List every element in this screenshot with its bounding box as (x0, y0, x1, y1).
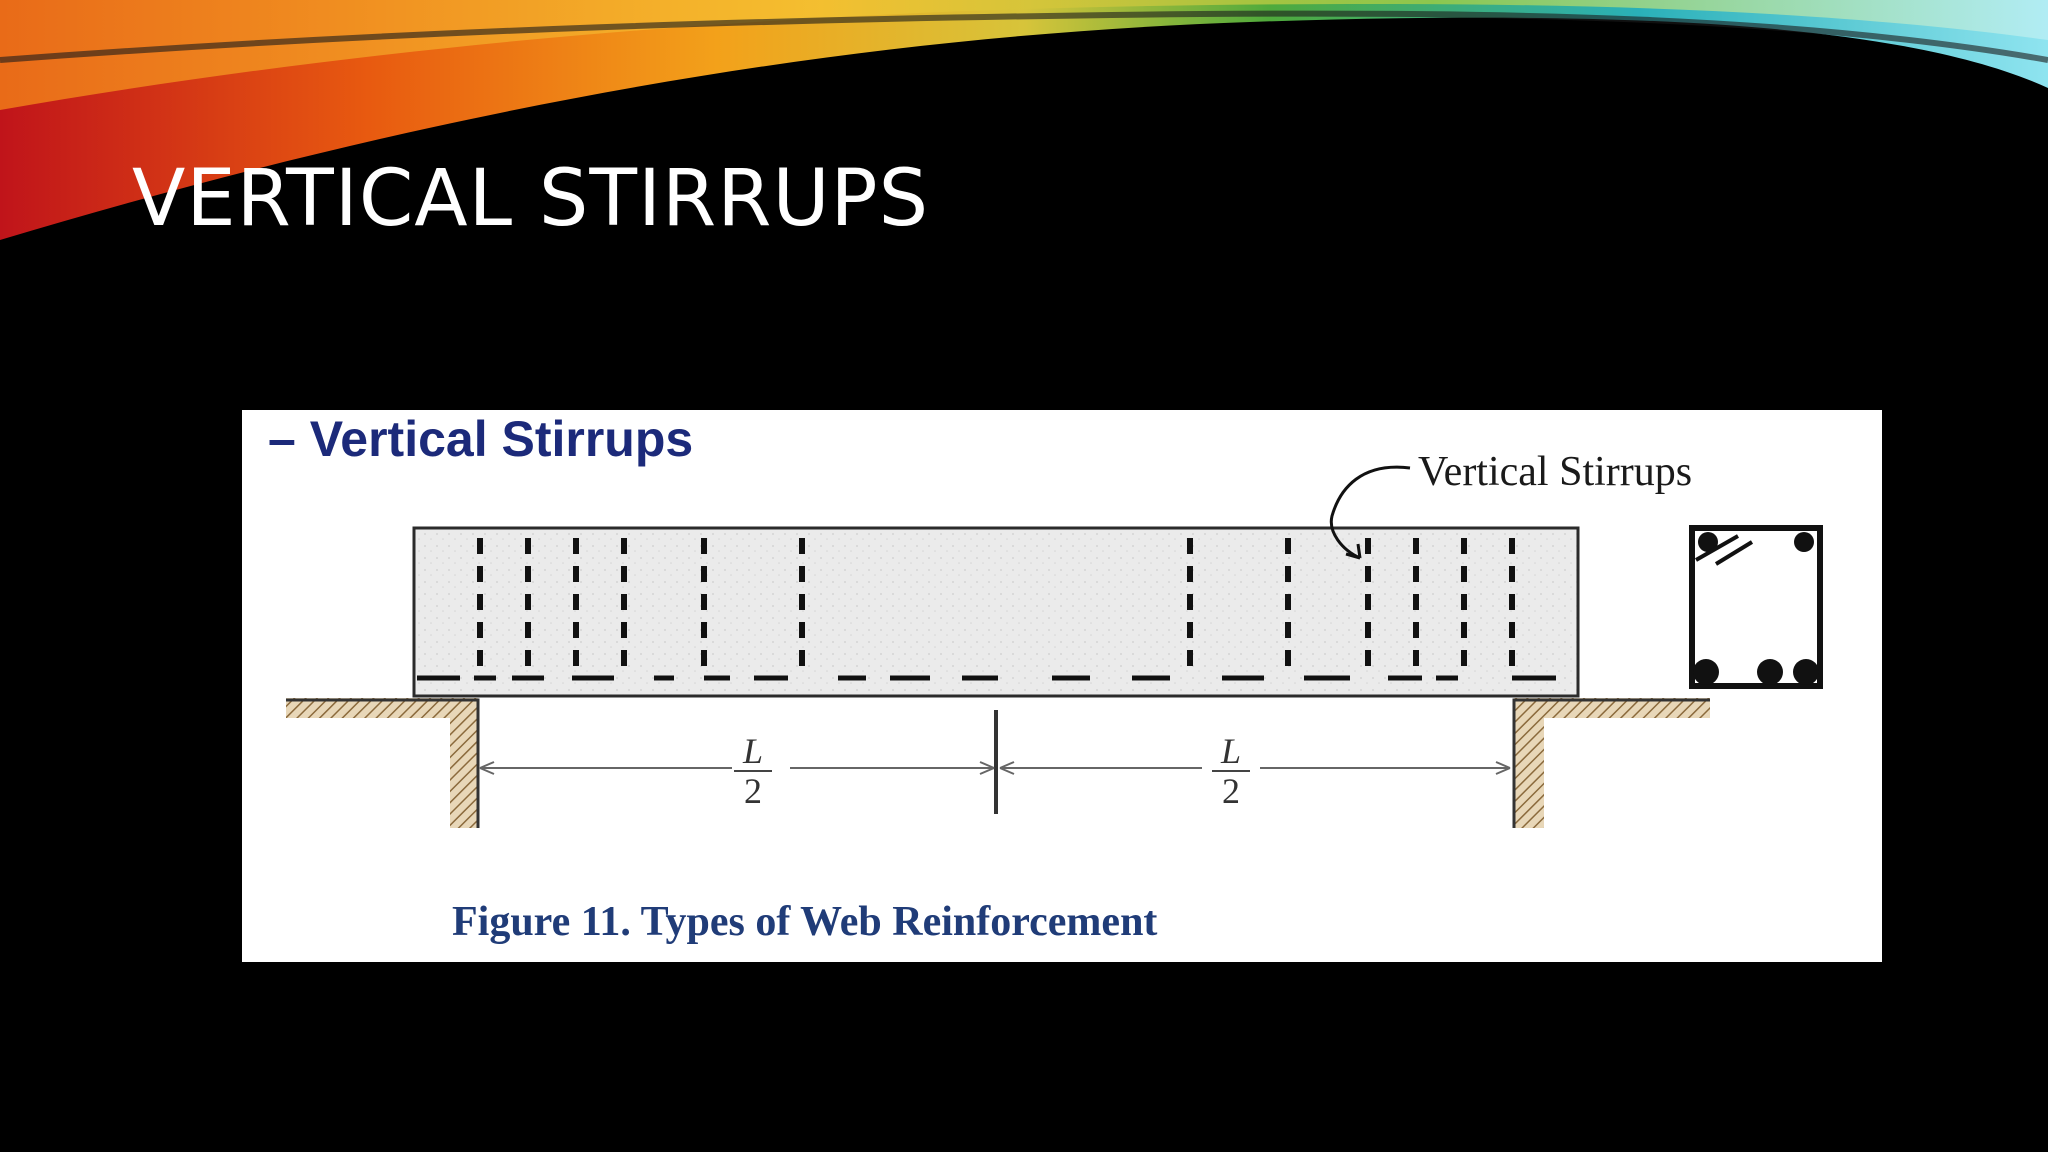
figure-image: – Vertical Stirrups Vertical Stirrups L … (242, 410, 1882, 962)
span-left-denominator: 2 (744, 771, 762, 811)
span-label-left: L 2 (728, 732, 778, 810)
left-support (286, 698, 480, 828)
fraction-bar (1212, 770, 1250, 772)
callout-label: Vertical Stirrups (1418, 449, 1693, 495)
span-dimension (479, 710, 1511, 814)
figure-heading: – Vertical Stirrups (268, 411, 694, 467)
span-right-numerator: L (1220, 731, 1242, 771)
beam-cross-section (1689, 525, 1823, 689)
right-support (1512, 698, 1710, 828)
decorative-ribbon (0, 0, 2048, 240)
span-left-numerator: L (742, 731, 764, 771)
beam-body (412, 526, 1580, 698)
span-right-denominator: 2 (1222, 771, 1240, 811)
beam-diagram (286, 465, 1823, 828)
vertical-stirrups (477, 538, 1515, 678)
span-label-right: L 2 (1206, 732, 1256, 810)
slide-title: VERTICAL STIRRUPS (132, 154, 930, 244)
figure-caption: Figure 11. Types of Web Reinforcement (452, 899, 1158, 945)
callout-arrow (1329, 465, 1411, 560)
fraction-bar (734, 770, 772, 772)
